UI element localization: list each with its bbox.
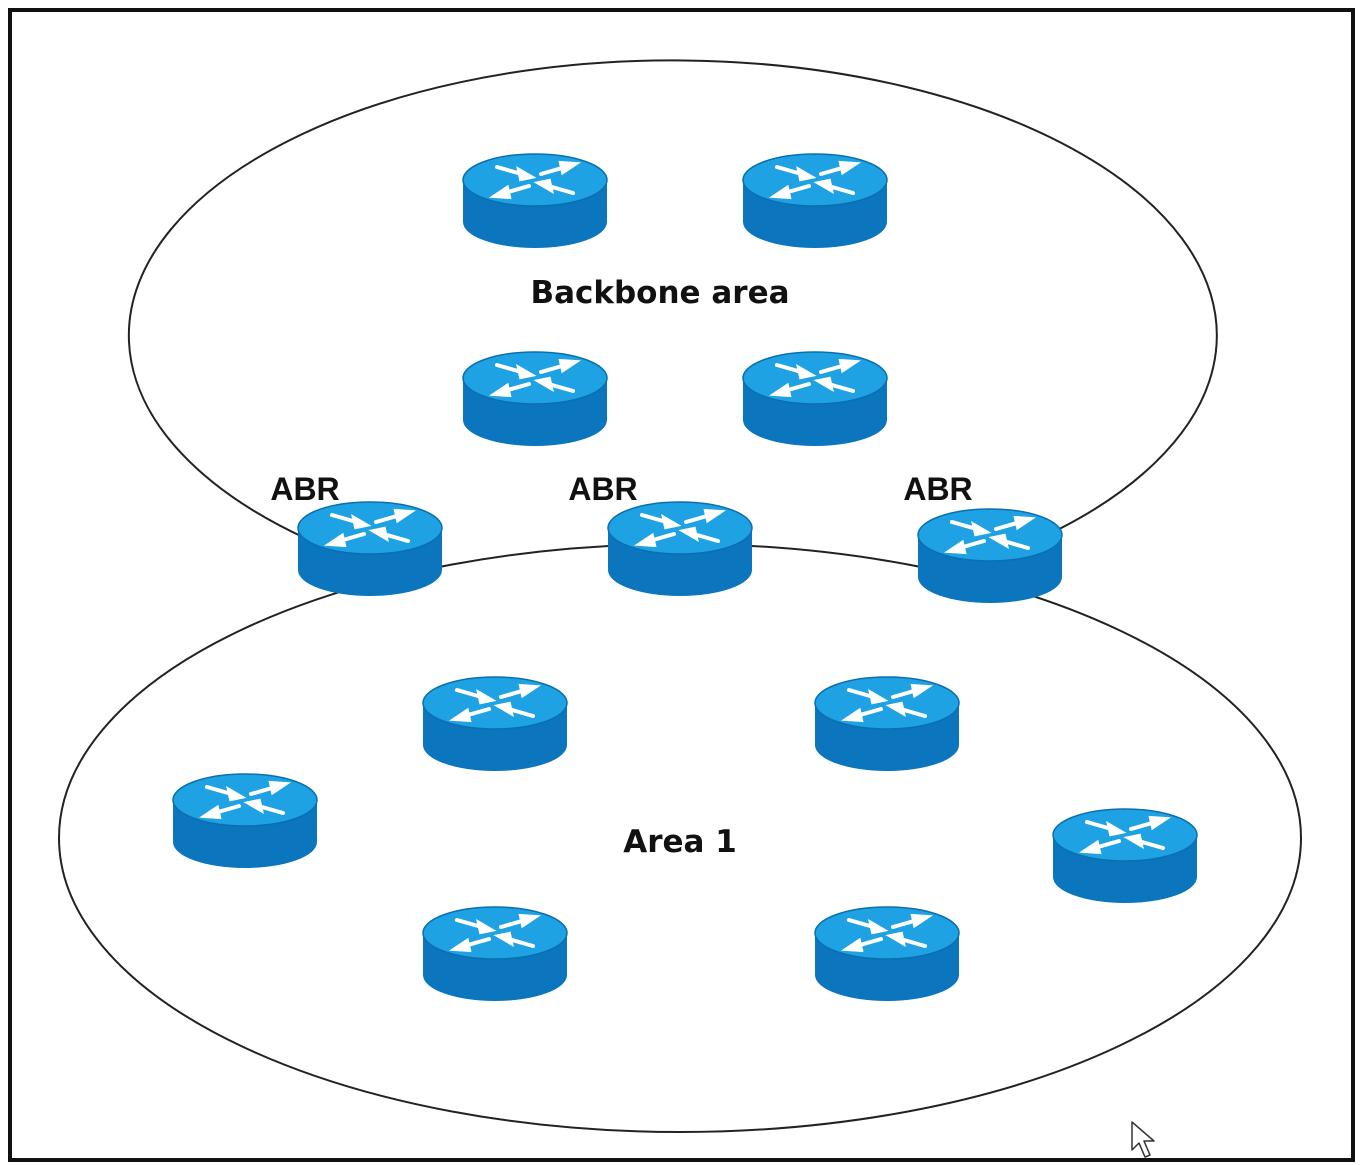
router-icon — [741, 350, 889, 448]
router-icon — [421, 675, 569, 773]
router-icon — [171, 772, 319, 870]
router-icon — [1051, 807, 1199, 905]
abr-label: ABR — [270, 471, 339, 507]
router-icon — [741, 152, 889, 250]
router-icon — [916, 507, 1064, 605]
router-icon — [461, 152, 609, 250]
router-icon — [461, 350, 609, 448]
diagram-frame — [8, 8, 1355, 1162]
area-1-label: Area 1 — [623, 824, 737, 860]
backbone-area-label: Backbone area — [530, 275, 789, 311]
abr-label: ABR — [903, 471, 972, 507]
backbone-area-outline — [127, 59, 1218, 546]
abr-label: ABR — [568, 471, 637, 507]
router-icon — [813, 675, 961, 773]
mouse-cursor-icon — [1131, 1121, 1155, 1158]
router-icon — [421, 905, 569, 1003]
router-icon — [296, 500, 444, 598]
router-icon — [606, 500, 754, 598]
router-icon — [813, 905, 961, 1003]
